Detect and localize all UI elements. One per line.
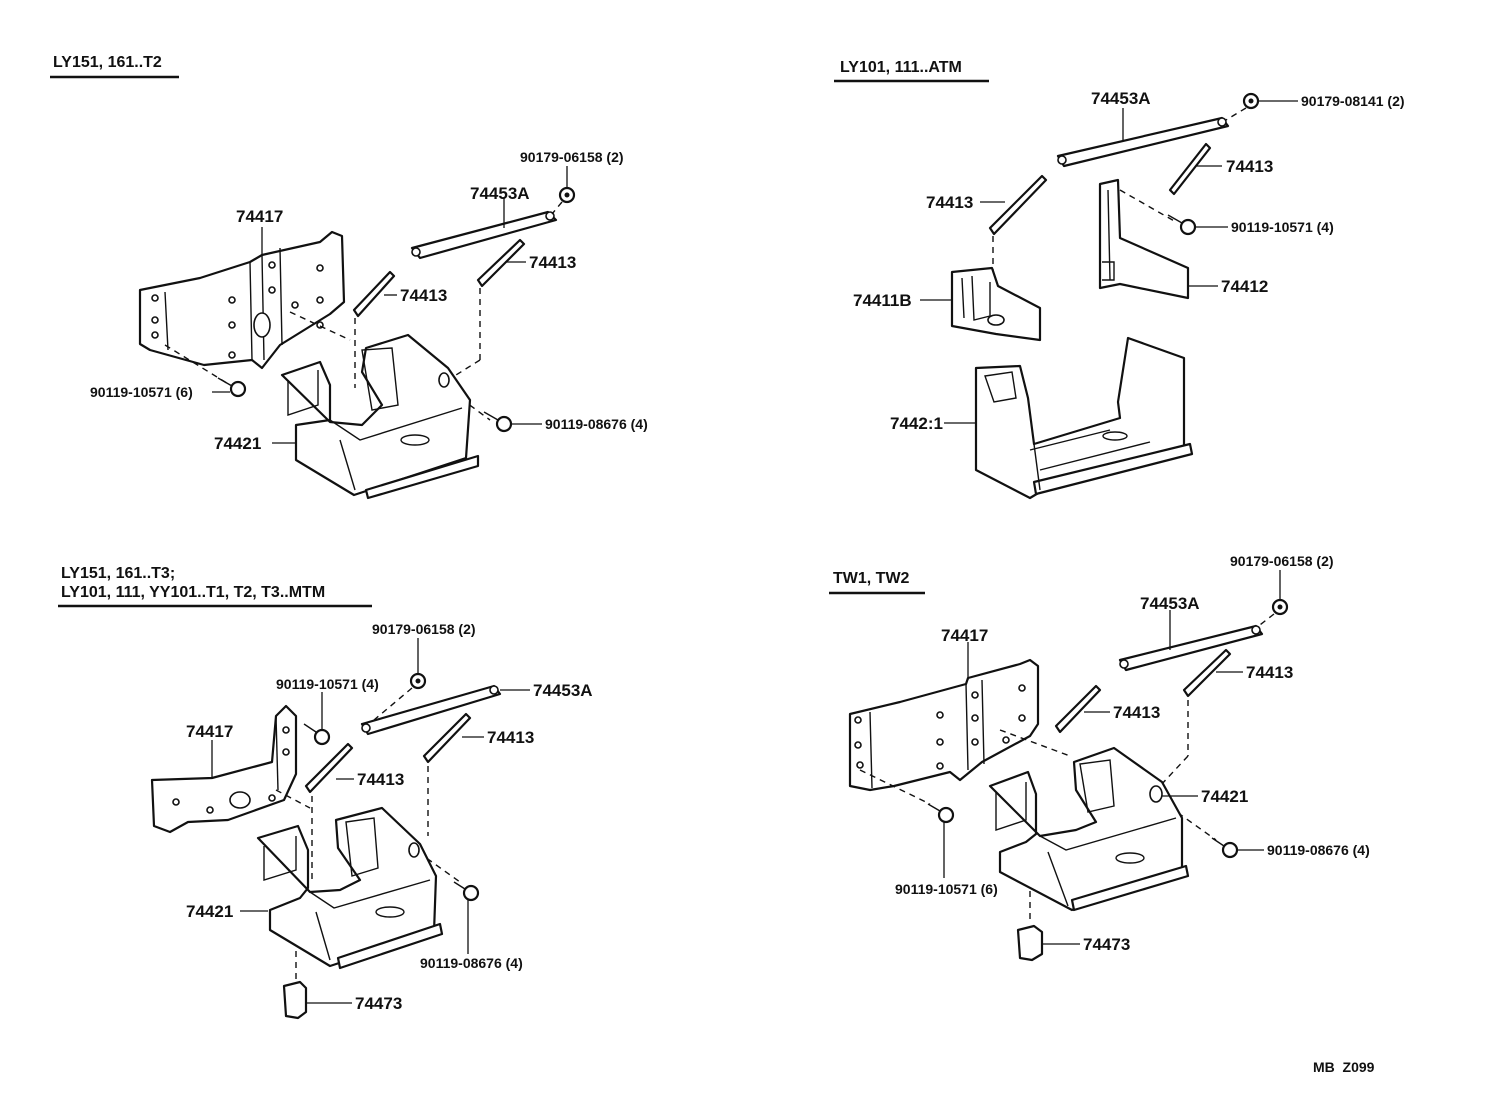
label-bolt-4: 90119-08676 (4) — [420, 955, 523, 971]
label-bolt-6: 90119-10571 (6) — [90, 384, 193, 400]
label-74421: 74421 — [186, 902, 233, 921]
label-nut: 90179-06158 (2) — [520, 149, 624, 165]
hook-rod-icon — [988, 142, 1212, 236]
label-bolt-6: 90119-10571 (6) — [895, 881, 998, 897]
rod-74453A — [1118, 624, 1264, 672]
bracket-74417 — [138, 230, 346, 370]
label-74417: 74417 — [186, 722, 233, 741]
label-74411B: 74411B — [853, 291, 912, 310]
label-74413-b: 74413 — [529, 253, 576, 272]
section-bottom-right: TW1, TW2 90179-06158 (2) 74453A 74417 — [829, 553, 1370, 962]
label-74453A: 74453A — [1140, 594, 1200, 613]
label-74413-a: 74413 — [926, 193, 973, 212]
label-74473: 74473 — [355, 994, 402, 1013]
bolt-icon — [927, 803, 955, 824]
tray-74421 — [280, 333, 480, 500]
bracket-74417 — [150, 704, 298, 834]
label-74453A: 74453A — [470, 184, 530, 203]
label-74413-b: 74413 — [487, 728, 534, 747]
label-74453A: 74453A — [533, 681, 593, 700]
hook-rod-icon — [304, 712, 472, 794]
label-bolt-top: 90119-10571 (4) — [276, 676, 379, 692]
bolt-icon — [1211, 837, 1239, 859]
hook-rod-icon — [1054, 648, 1232, 734]
bolt-icon — [453, 881, 480, 902]
label-74413-a: 74413 — [400, 286, 447, 305]
label-74413-a: 74413 — [1113, 703, 1160, 722]
nut-icon — [558, 186, 576, 204]
label-74413-b: 74413 — [1226, 157, 1273, 176]
rod-74453A — [1056, 116, 1230, 168]
label-74412: 74412 — [1221, 277, 1268, 296]
label-74453A: 74453A — [1091, 89, 1151, 108]
section-top-left: LY151, 161..T2 74417 74453A 90179-06158 … — [50, 54, 648, 500]
bolt-icon — [217, 377, 513, 433]
section-header: LY151, 161..T2 — [53, 54, 162, 71]
bracket-74411B — [950, 266, 1042, 342]
label-nut: 90179-06158 (2) — [372, 621, 476, 637]
label-nut: 90179-06158 (2) — [1230, 553, 1334, 569]
label-74417: 74417 — [941, 626, 988, 645]
section-bottom-left: LY151, 161..T3; LY101, 111, YY101..T1, T… — [58, 565, 593, 1020]
tray-74421 — [974, 336, 1194, 500]
section-header: LY101, 111..ATM — [840, 59, 962, 76]
label-tray: 7442:1 — [890, 414, 943, 433]
section-top-right: LY101, 111..ATM 74453A 90179-08141 (2) 7… — [834, 59, 1405, 500]
label-bolt-4: 90119-08676 (4) — [545, 416, 648, 432]
rod-74453A — [360, 684, 502, 736]
section-header-line2: LY101, 111, YY101..T1, T2, T3..MTM — [61, 584, 325, 601]
hook-rod-icon — [352, 238, 526, 318]
label-74413-b: 74413 — [1246, 663, 1293, 682]
label-74473: 74473 — [1083, 935, 1130, 954]
nut-icon — [1242, 92, 1260, 110]
bracket-74412 — [1098, 178, 1190, 300]
label-74417: 74417 — [236, 207, 283, 226]
bolt-icon — [303, 723, 331, 746]
nut-icon — [1271, 598, 1289, 616]
nut-icon — [409, 672, 427, 690]
label-74421: 74421 — [1201, 787, 1248, 806]
pad-74473 — [1016, 924, 1044, 962]
rod-74453A — [410, 210, 558, 260]
label-74413-a: 74413 — [357, 770, 404, 789]
section-header: TW1, TW2 — [833, 570, 910, 587]
label-bolt-4: 90119-08676 (4) — [1267, 842, 1370, 858]
label-bolt-4: 90119-10571 (4) — [1231, 219, 1334, 235]
label-74421: 74421 — [214, 434, 261, 453]
bracket-74417 — [848, 658, 1040, 792]
diagram-code: MB Z099 — [1313, 1059, 1375, 1075]
section-header-line1: LY151, 161..T3; — [61, 565, 175, 582]
tray-74421 — [256, 806, 444, 970]
pad-74473 — [282, 980, 308, 1020]
label-nut: 90179-08141 (2) — [1301, 93, 1405, 109]
bolt-icon — [1167, 214, 1197, 236]
tray-74421 — [988, 746, 1190, 912]
